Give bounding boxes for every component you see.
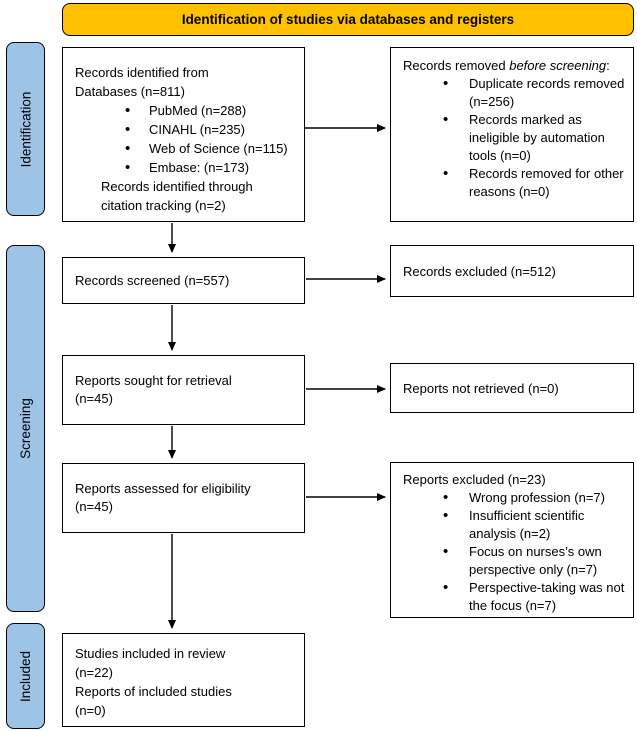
box-studies-included-in-review: Studies included in review (n=22) Report…: [62, 633, 305, 727]
box-records-screened: Records screened (n=557): [62, 257, 305, 304]
records-identified-outro-line1: Records identified through: [101, 179, 253, 194]
stage-label-included: Included: [6, 623, 45, 729]
records-identified-bullet-list: PubMed (n=288) CINAHL (n=235) Web of Sci…: [75, 101, 296, 177]
records-removed-bullet-list: Duplicate records removed (n=256) Record…: [403, 75, 627, 201]
banner-identification-of-studies: Identification of studies via databases …: [62, 3, 634, 36]
records-removed-title-italic: before screening: [509, 58, 607, 73]
reports-excluded-bullet-list: Wrong profession (n=7) Insufficient scie…: [403, 489, 629, 615]
box-reports-not-retrieved: Reports not retrieved (n=0): [390, 363, 634, 413]
list-item: Focus on nurses’s own perspective only (…: [403, 543, 629, 579]
box-records-removed-before-screening: Records removed before screening: Duplic…: [390, 47, 634, 222]
records-identified-intro-line1: Records identified from: [75, 65, 209, 80]
list-item: CINAHL (n=235): [75, 120, 296, 139]
list-item: Insufficient scientific analysis (n=2): [403, 507, 629, 543]
list-item: Perspective-taking was not the focus (n=…: [403, 579, 629, 615]
box-records-identified: Records identified from Databases (n=811…: [62, 47, 305, 222]
banner-title: Identification of studies via databases …: [181, 12, 515, 27]
box-records-excluded: Records excluded (n=512): [390, 245, 634, 297]
stage-label-identification: Identification: [6, 42, 45, 216]
list-item: Duplicate records removed (n=256): [403, 75, 627, 111]
list-item: Embase: (n=173): [75, 158, 296, 177]
box-reports-excluded: Reports excluded (n=23) Wrong profession…: [390, 462, 634, 618]
box-reports-assessed-for-eligibility: Reports assessed for eligibility (n=45): [62, 463, 305, 533]
records-removed-title: Records removed before screening:: [403, 58, 610, 73]
stage-label-screening: Screening: [6, 245, 45, 612]
box-reports-sought-for-retrieval: Reports sought for retrieval (n=45): [62, 355, 305, 425]
list-item: Records marked as ineligible by automati…: [403, 111, 627, 165]
reports-excluded-title: Reports excluded (n=23): [403, 472, 546, 487]
list-item: Wrong profession (n=7): [403, 489, 629, 507]
list-item: PubMed (n=288): [75, 101, 296, 120]
list-item: Records removed for other reasons (n=0): [403, 165, 627, 201]
list-item: Web of Science (n=115): [75, 139, 296, 158]
records-identified-intro-line2: Databases (n=811): [75, 84, 185, 99]
records-identified-outro-line2: citation tracking (n=2): [101, 198, 226, 213]
